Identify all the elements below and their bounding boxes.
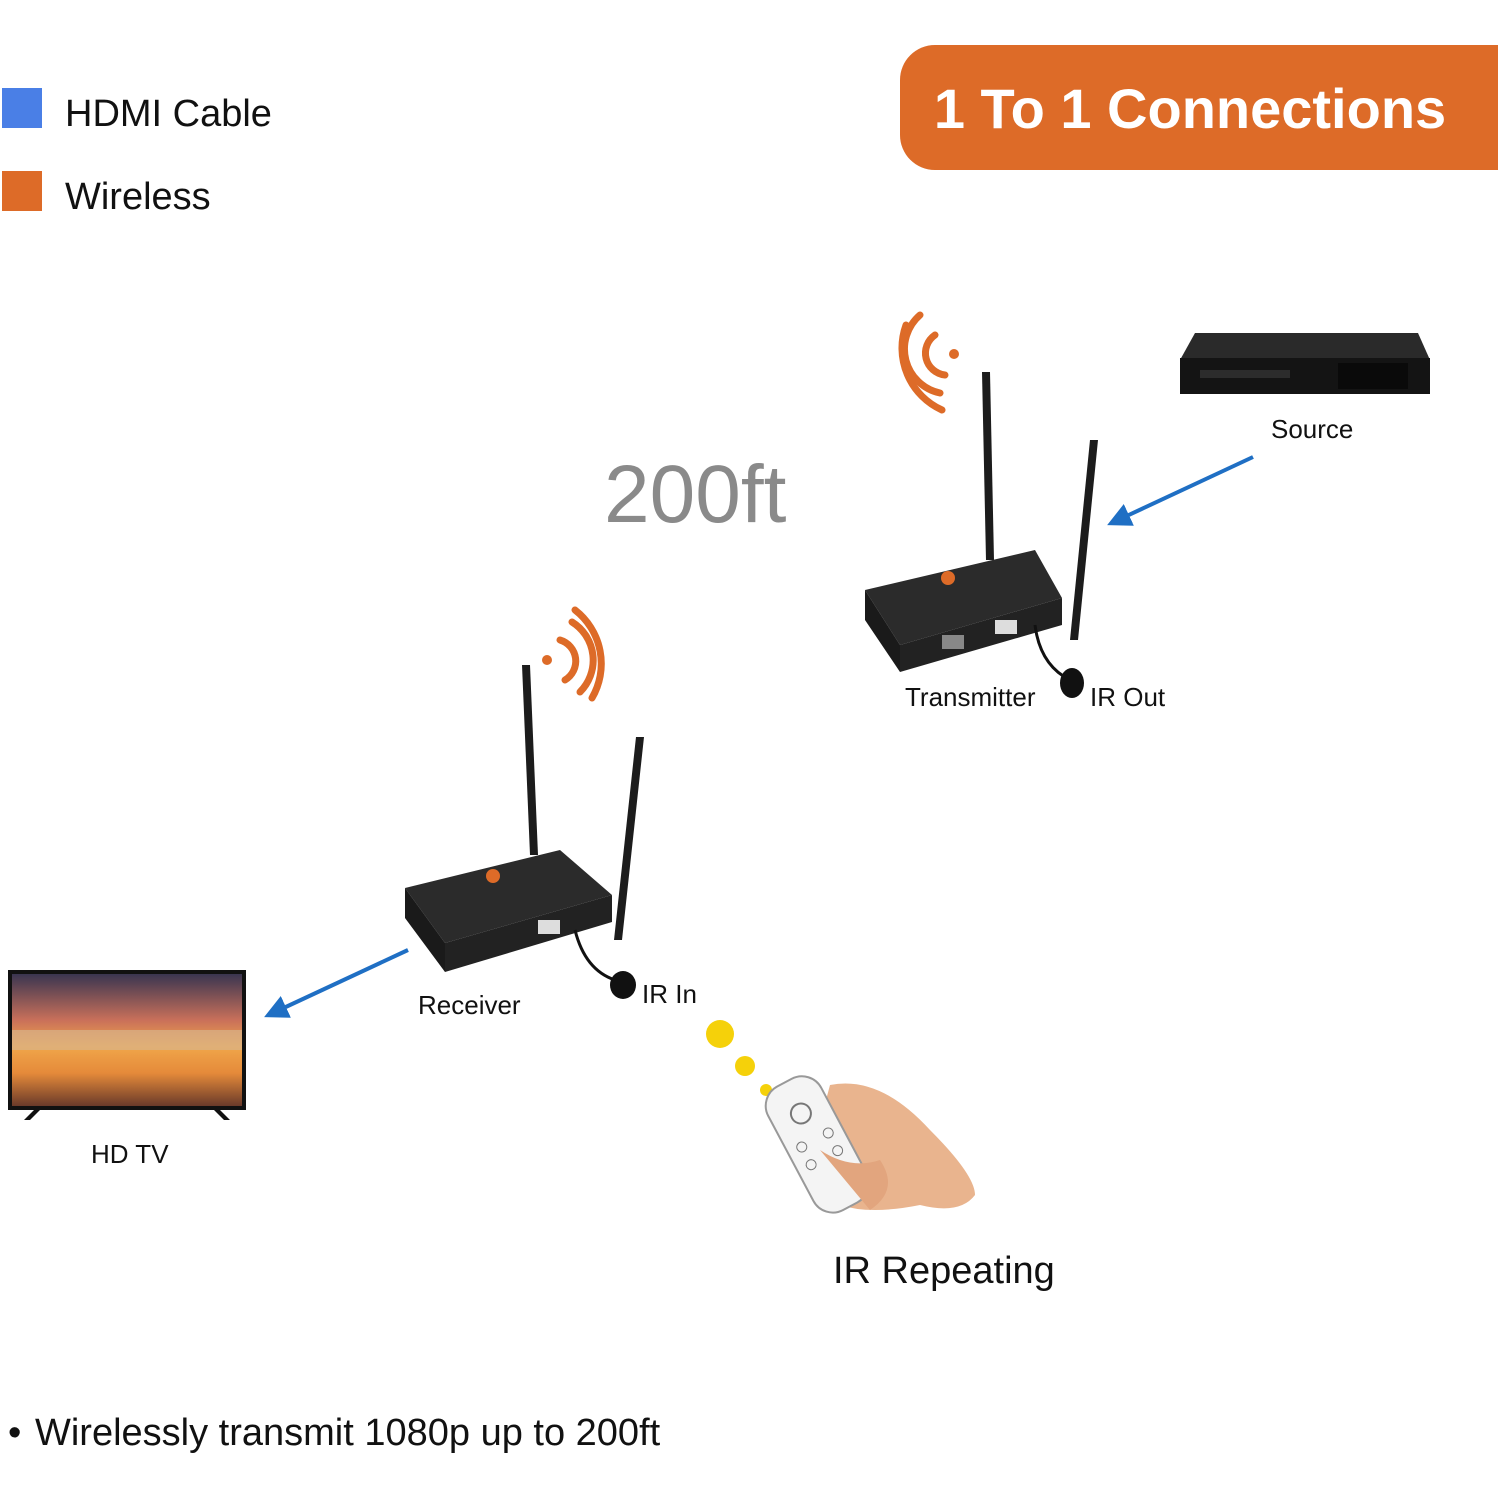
legend-swatch-wireless [2,171,42,211]
remote-in-hand-icon [764,1075,975,1214]
ir-signal-dot [735,1056,755,1076]
wireless-signal-icon-transmitter [898,311,959,414]
distance-label: 200ft [604,449,787,540]
hdmi-arrow-receiver-to-tv [264,948,409,1018]
ir-out-label: IR Out [1090,682,1166,712]
ir-signal-dot [706,1020,734,1048]
transmitter-label: Transmitter [905,682,1036,712]
legend-label-hdmi: HDMI Cable [65,93,272,135]
footer-bullet: • [8,1412,21,1454]
receiver-label: Receiver [418,990,521,1020]
legend-swatch-hdmi [2,88,42,128]
transmitter-device-icon [865,372,1098,698]
tv-label: HD TV [91,1139,169,1169]
legend-label-wireless: Wireless [65,176,211,218]
wireless-signal-icon-receiver [542,606,605,702]
header-title: 1 To 1 Connections [934,77,1446,140]
ir-repeating-label: IR Repeating [833,1250,1055,1292]
footer-text: Wirelessly transmit 1080p up to 200ft [35,1412,661,1454]
hd-tv-icon [8,970,246,1120]
ir-in-label: IR In [642,979,697,1009]
source-player-icon [1180,333,1430,394]
header-banner [900,45,1498,170]
receiver-device-icon [405,665,644,999]
hdmi-arrow-source-to-transmitter [1107,455,1254,526]
source-label: Source [1271,414,1353,444]
